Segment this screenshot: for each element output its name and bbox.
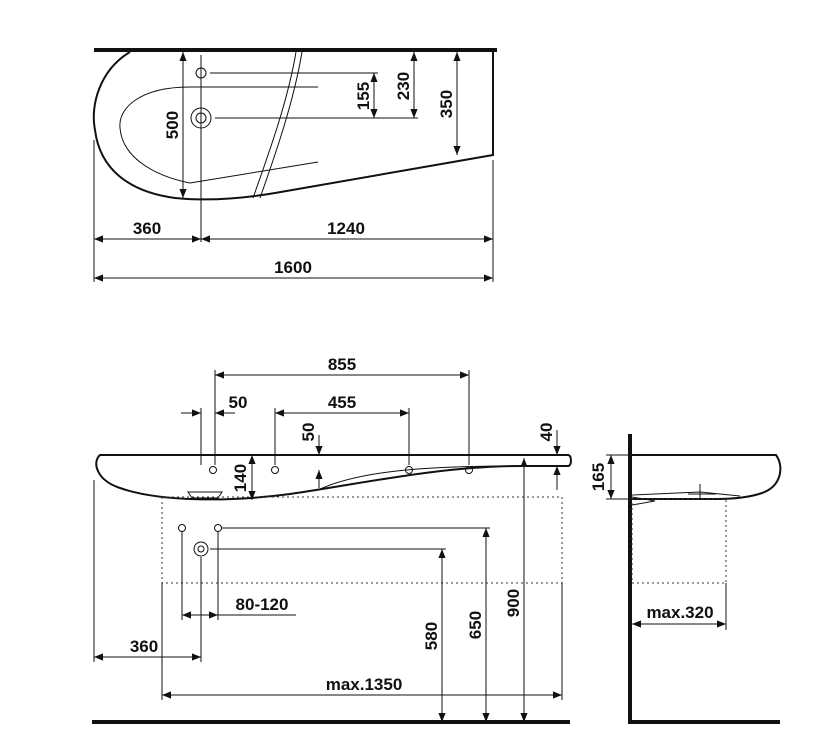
dim-label-855: 855 bbox=[328, 355, 356, 374]
dim-label-155: 155 bbox=[354, 82, 373, 110]
waste-outer-icon bbox=[193, 541, 209, 557]
side-basin-outline bbox=[632, 454, 782, 500]
front-tap-hole-2 bbox=[271, 466, 279, 474]
dim-label-580: 580 bbox=[422, 622, 441, 650]
bowl-inner-outline bbox=[119, 86, 319, 184]
wall-supply-right-icon bbox=[214, 524, 222, 532]
plan-view: 500 155 230 350 360 1240 1600 bbox=[92, 48, 497, 282]
side-view: 165 max.320 bbox=[589, 434, 782, 724]
dim-label-1600: 1600 bbox=[274, 258, 312, 277]
dim-label-max320: max.320 bbox=[646, 603, 713, 622]
dim-label-140: 140 bbox=[231, 464, 250, 492]
front-tap-hole-3 bbox=[405, 466, 413, 474]
dim-label-1240: 1240 bbox=[327, 219, 365, 238]
dim-label-40: 40 bbox=[537, 423, 556, 442]
front-view: 855 50 455 50 40 140 80-120 360 580 650 … bbox=[92, 355, 572, 724]
dim-label-650: 650 bbox=[466, 611, 485, 639]
side-vanity-dashed-outline bbox=[631, 498, 727, 584]
dim-label-165: 165 bbox=[589, 463, 608, 491]
front-tap-hole-1 bbox=[209, 466, 217, 474]
basin-outline bbox=[92, 51, 494, 201]
break-line-2 bbox=[259, 51, 303, 199]
dim-label-50v: 50 bbox=[299, 423, 318, 442]
wall-supply-left-icon bbox=[178, 524, 186, 532]
dim-label-360-front: 360 bbox=[130, 637, 158, 656]
front-drain-icon bbox=[187, 491, 223, 499]
front-basin-outline bbox=[95, 454, 572, 501]
break-line-1 bbox=[252, 51, 297, 199]
dim-label-max1350: max.1350 bbox=[326, 675, 403, 694]
side-basin-bowl bbox=[631, 491, 741, 497]
front-tap-hole-4 bbox=[465, 466, 473, 474]
side-bracket bbox=[631, 496, 656, 506]
dim-label-80-120: 80-120 bbox=[236, 595, 289, 614]
dim-label-350: 350 bbox=[437, 90, 456, 118]
dim-label-230: 230 bbox=[394, 72, 413, 100]
dim-label-900: 900 bbox=[504, 589, 523, 617]
dim-label-455: 455 bbox=[328, 393, 356, 412]
front-basin-slope bbox=[317, 465, 523, 491]
waste-inner-icon bbox=[197, 545, 205, 553]
dim-label-360-plan: 360 bbox=[133, 219, 161, 238]
dim-label-500: 500 bbox=[163, 111, 182, 139]
vanity-dashed-outline bbox=[161, 496, 563, 584]
dim-label-50h: 50 bbox=[229, 393, 248, 412]
